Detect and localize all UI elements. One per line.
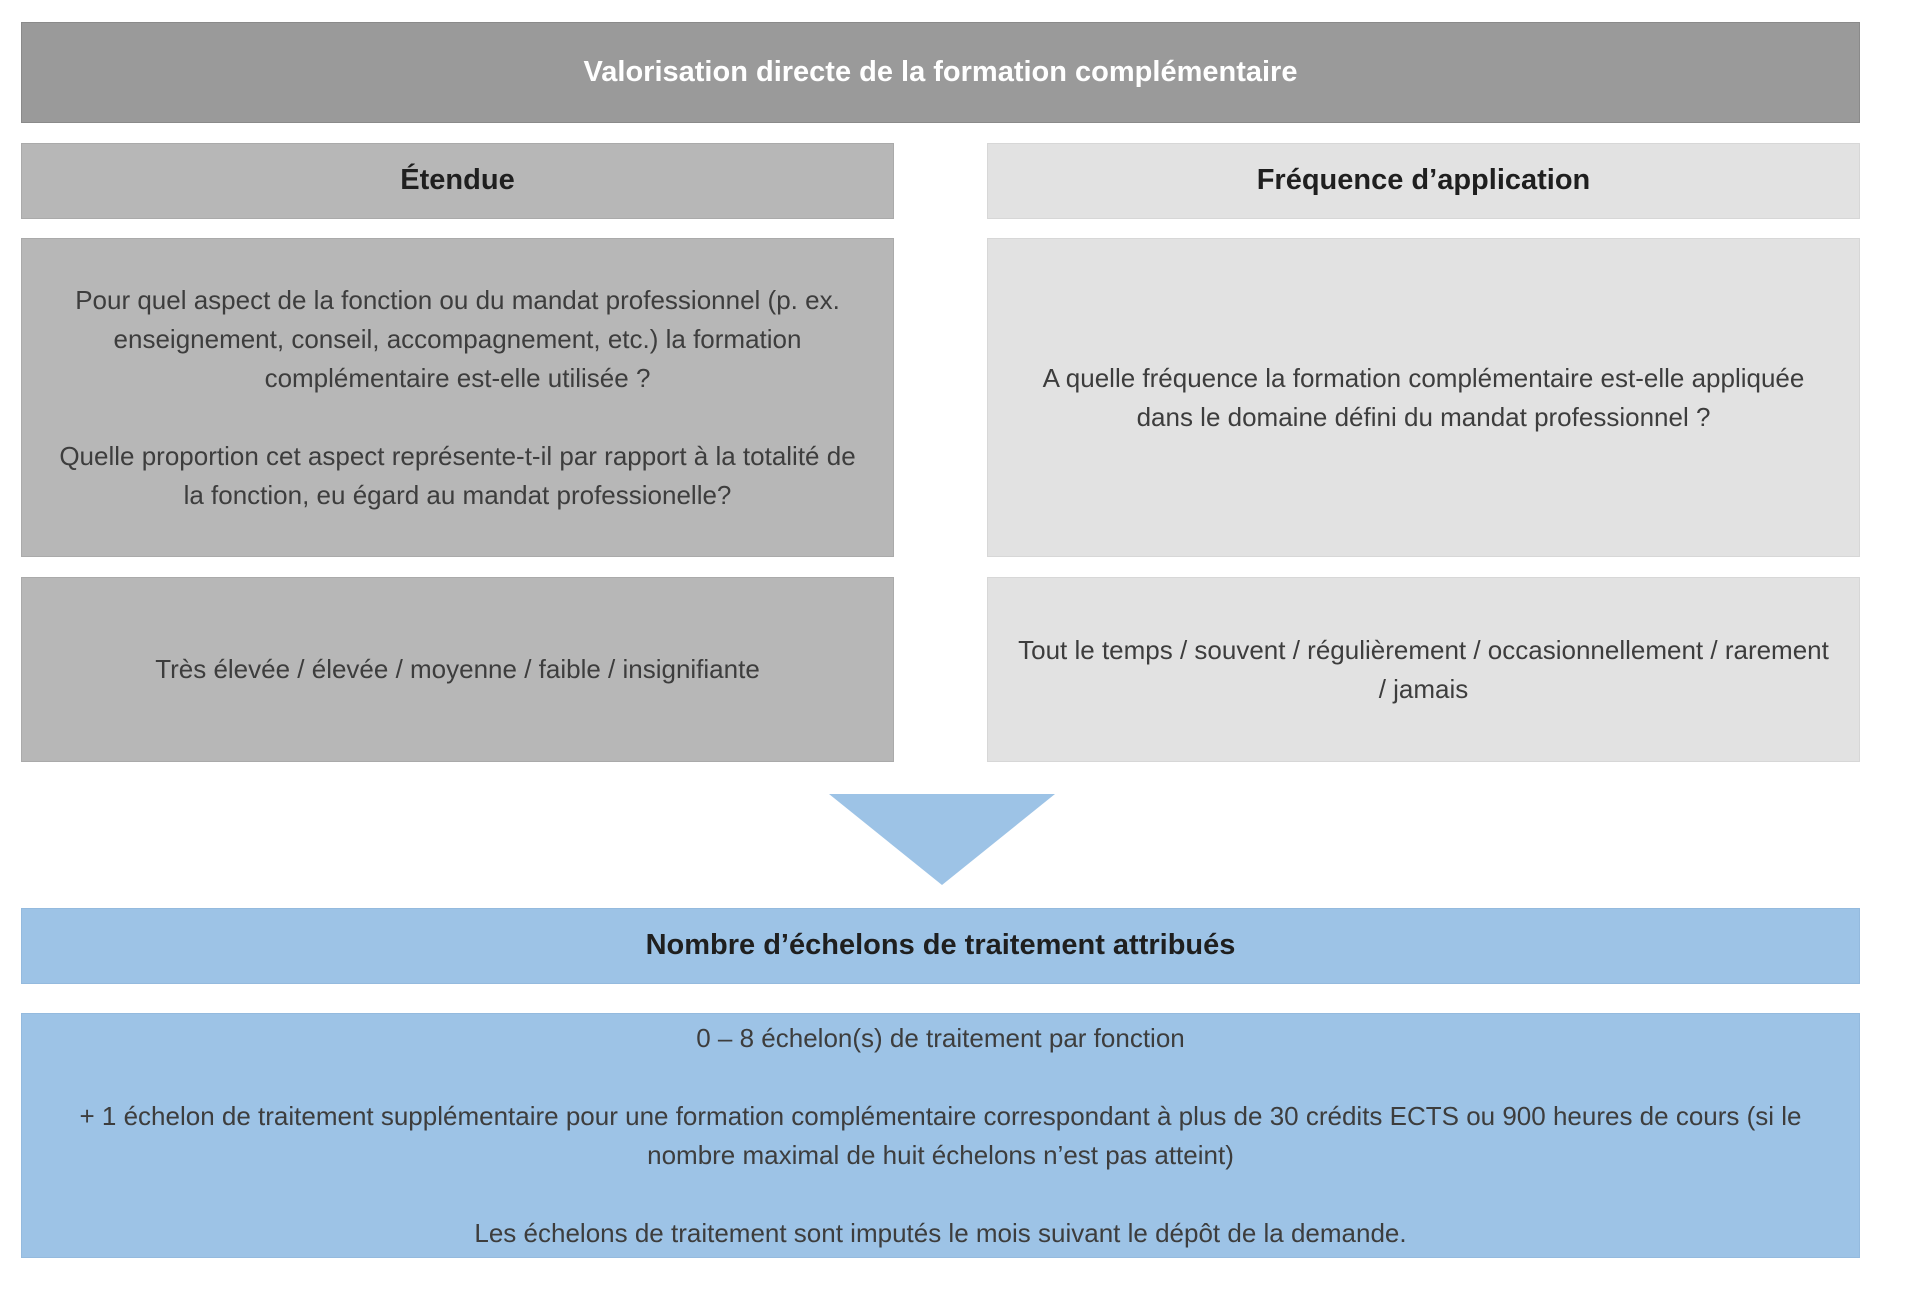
- result-paragraph-2: + 1 échelon de traitement supplémentaire…: [79, 1100, 1802, 1170]
- frequence-question-paragraph: A quelle fréquence la formation compléme…: [1042, 362, 1805, 432]
- etendue-scale-text: Très élevée / élevée / moyenne / faible …: [155, 654, 760, 684]
- frequence-scale-box: Tout le temps / souvent / régulièrement …: [987, 577, 1860, 762]
- arrow-down-icon: [829, 794, 1055, 885]
- frequence-question-box: A quelle fréquence la formation compléme…: [987, 238, 1860, 557]
- result-paragraph-3: Les échelons de traitement sont imputés …: [474, 1217, 1407, 1248]
- etendue-scale-box: Très élevée / élevée / moyenne / faible …: [21, 577, 894, 762]
- column-header-frequence: Fréquence d’application: [987, 143, 1860, 219]
- main-title: Valorisation directe de la formation com…: [583, 55, 1298, 88]
- etendue-question-box: Pour quel aspect de la fonction ou du ma…: [21, 238, 894, 557]
- column-header-frequence-label: Fréquence d’application: [1256, 164, 1591, 197]
- column-header-etendue-label: Étendue: [400, 164, 515, 197]
- etendue-question-paragraph-1: Pour quel aspect de la fonction ou du ma…: [75, 284, 840, 393]
- result-box: 0 – 8 échelon(s) de traitement par fonct…: [21, 1013, 1860, 1258]
- main-title-bar: Valorisation directe de la formation com…: [21, 22, 1860, 123]
- result-paragraph-1: 0 – 8 échelon(s) de traitement par fonct…: [696, 1022, 1185, 1053]
- column-header-etendue: Étendue: [21, 143, 894, 219]
- etendue-question-paragraph-2: Quelle proportion cet aspect représente-…: [59, 440, 856, 510]
- result-header-label: Nombre d’échelons de traitement attribué…: [645, 929, 1236, 962]
- frequence-scale-text: Tout le temps / souvent / régulièrement …: [1018, 634, 1829, 704]
- result-header-bar: Nombre d’échelons de traitement attribué…: [21, 908, 1860, 984]
